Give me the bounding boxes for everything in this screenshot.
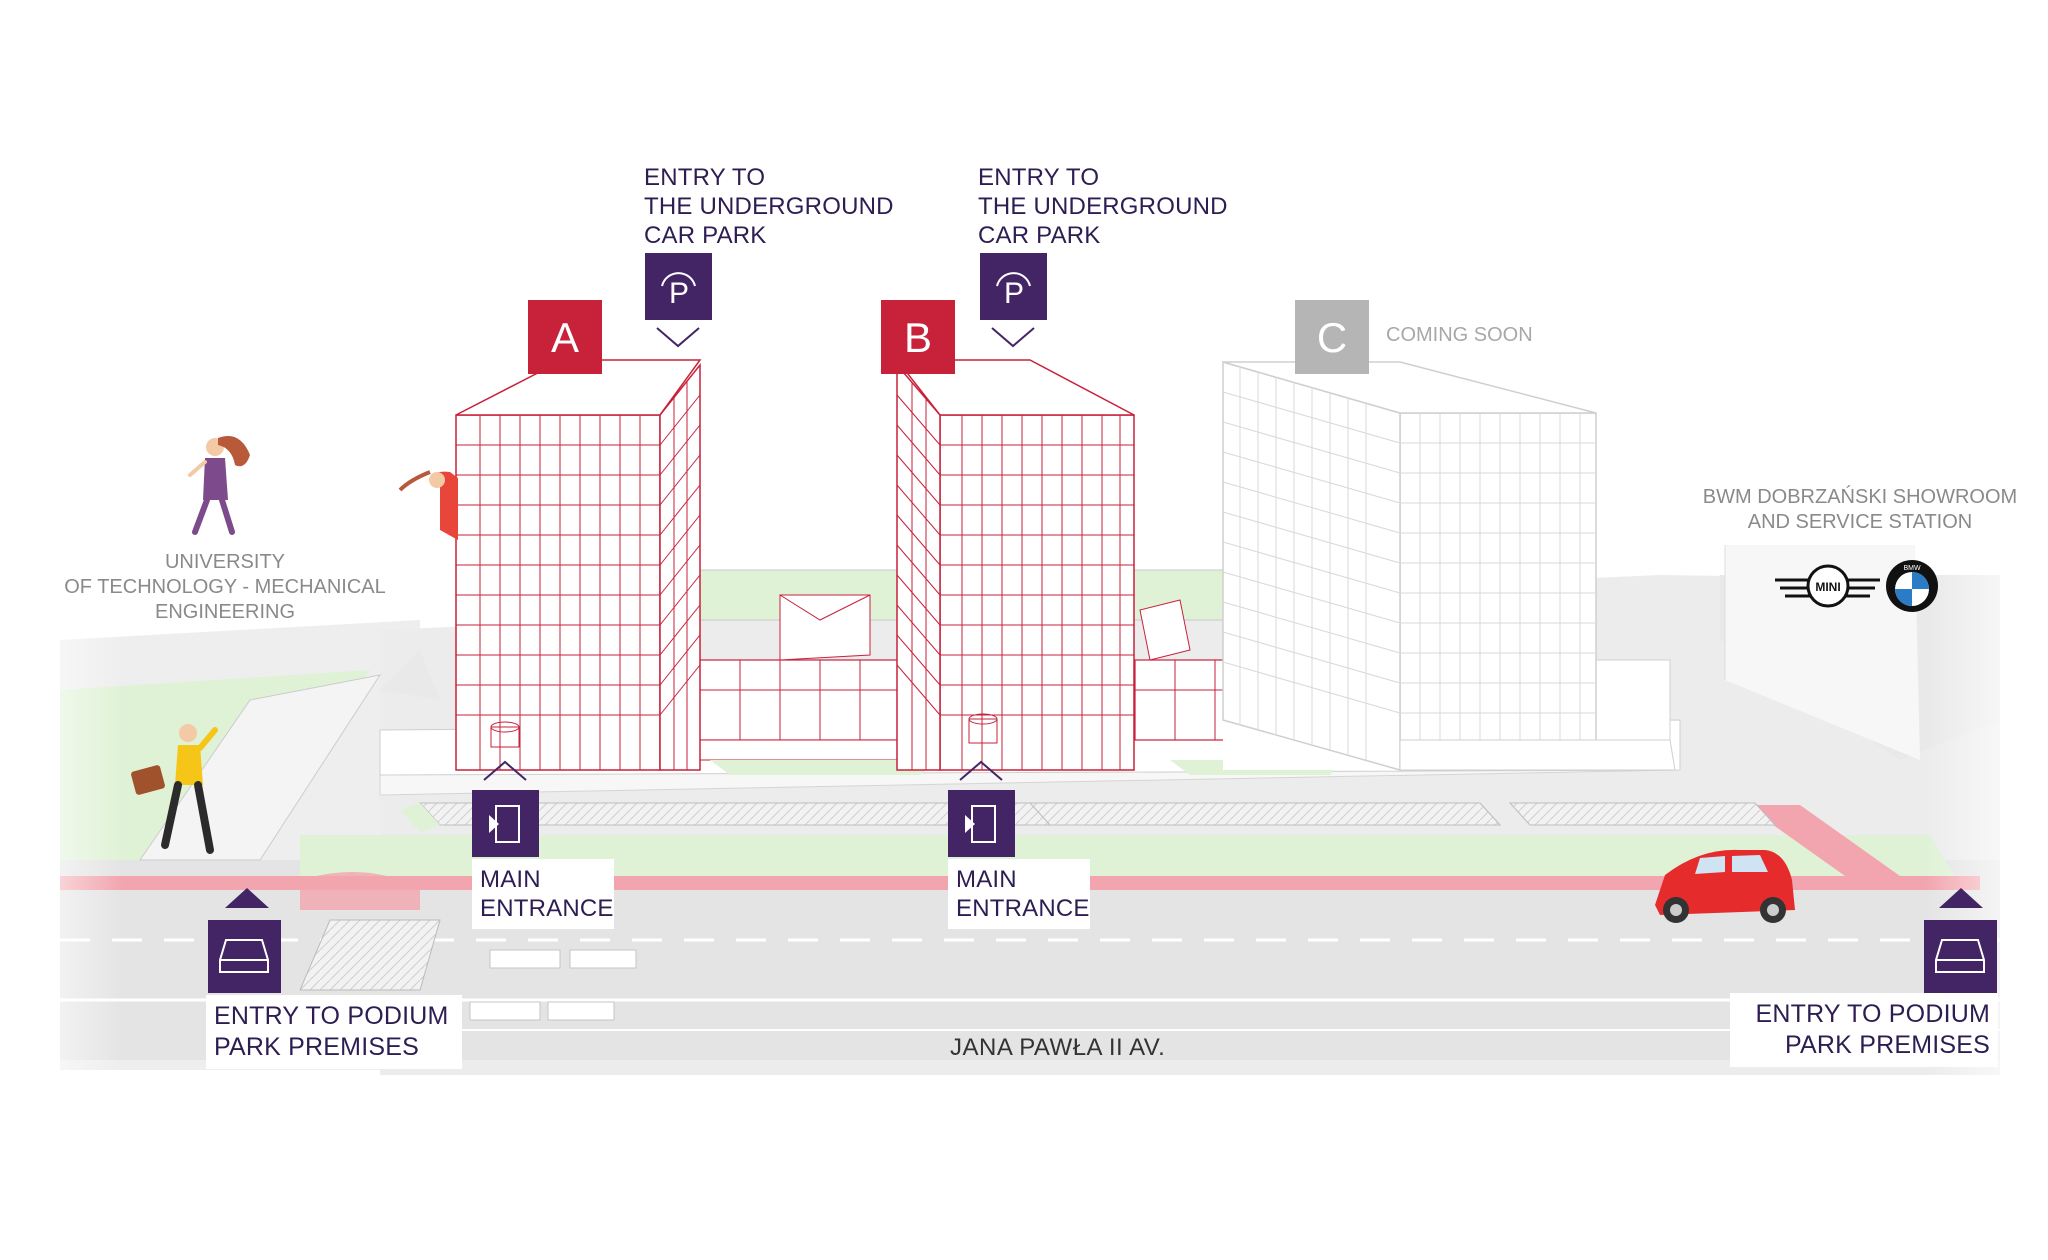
label-line: THE UNDERGROUND [978,193,1228,220]
entrance-door-icon-a[interactable] [472,760,539,857]
label-line: UNIVERSITY [164,551,286,573]
chevron-down-icon [656,327,700,348]
label-line: ENTRY TO PODIUM [1755,1000,1990,1028]
parking-glyph: P [669,277,689,310]
label-line: ENTRY TO [644,164,766,191]
label-underground-b: ENTRY TO THE UNDERGROUND CAR PARK [978,163,1228,250]
label-line: PARK PREMISES [1785,1031,1990,1059]
mini-logo: MINI [1775,564,1880,608]
person-walking-left [188,436,250,535]
person-walking-briefcase [131,724,218,854]
label-line: ENTRY TO [978,164,1100,191]
label-main-entrance-b: MAIN ENTRANCE [948,859,1090,929]
parking-glyph: P [1004,277,1024,310]
label-line: MAIN [480,866,541,893]
label-showroom: BWM DOBRZAŃSKI SHOWROOM AND SERVICE STAT… [1680,485,2040,535]
label-podium-left: ENTRY TO PODIUM PARK PREMISES [206,995,462,1069]
building-c-badge [1295,300,1369,374]
label-underground-a: ENTRY TO THE UNDERGROUND CAR PARK [644,163,894,250]
building-b-letter: B [904,314,932,361]
label-line: OF TECHNOLOGY - MECHANICAL [64,576,386,598]
label-line: PARK PREMISES [214,1033,419,1061]
label-line: ENTRANCE [480,895,614,922]
label-street: JANA PAWŁA II AV. [950,1034,1166,1061]
building-b-badge [881,300,955,374]
label-podium-right: ENTRY TO PODIUM PARK PREMISES [1730,993,1998,1067]
podium-entry-icon-left[interactable] [208,888,281,993]
label-line: ENTRY TO PODIUM [214,1002,449,1030]
arrow-up-icon [225,888,269,908]
label-line: CAR PARK [644,222,767,249]
podium-entry-icon-right[interactable] [1924,888,1997,993]
svg-text:MINI: MINI [1815,580,1840,594]
label-line: ENTRANCE [956,895,1090,922]
parking-icon-b[interactable]: P [980,253,1047,348]
label-line: ENGINEERING [154,601,296,623]
label-line: BWM DOBRZAŃSKI SHOWROOM [1702,486,2018,508]
label-line: MAIN [956,866,1017,893]
person-peeking [398,470,458,540]
label-line: AND SERVICE STATION [1747,511,1973,533]
red-car [1655,849,1795,923]
label-main-entrance-a: MAIN ENTRANCE [472,859,614,929]
label-line: CAR PARK [978,222,1101,249]
bmw-logo: BMW [1886,560,1938,612]
label-coming-soon: COMING SOON [1386,324,1533,346]
svg-text:BMW: BMW [1903,565,1921,572]
parking-icon-a[interactable]: P [645,253,712,348]
chevron-up-icon [959,760,1003,781]
chevron-up-icon [483,760,527,781]
chevron-down-icon [991,327,1035,348]
building-c-letter: C [1317,314,1347,361]
building-a-badge [528,300,602,374]
arrow-up-icon [1939,888,1983,908]
label-line: THE UNDERGROUND [644,193,894,220]
label-university: UNIVERSITY OF TECHNOLOGY - MECHANICAL EN… [40,550,410,625]
entrance-door-icon-b[interactable] [948,760,1015,857]
building-a-letter: A [551,314,579,361]
